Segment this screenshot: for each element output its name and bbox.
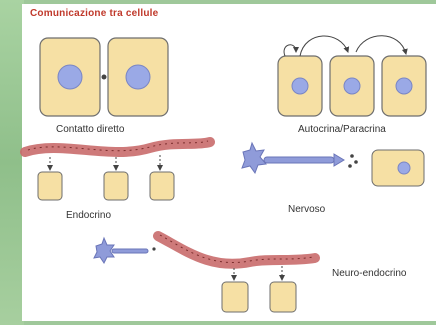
- neuron-axon: [264, 157, 334, 163]
- endocrine-cell-2: [104, 172, 128, 200]
- autocrine-nucleus-1: [292, 78, 308, 94]
- neurotransmitter-dot-3: [348, 164, 352, 168]
- autocrine-paracrine-group: [278, 36, 426, 116]
- gap-junction-icon: [102, 75, 107, 80]
- neuroendocrine-cell-1: [222, 282, 248, 312]
- autocrine-nucleus-3: [396, 78, 412, 94]
- label-autocrina-paracrina: Autocrina/Paracrina: [298, 124, 386, 135]
- neuroendocrine-group: [94, 235, 315, 312]
- label-neuro-endocrino: Neuro-endocrino: [332, 268, 407, 279]
- neuron-cell-body: [242, 143, 266, 173]
- nervous-target-nucleus: [398, 162, 410, 174]
- neurohormone-dot: [152, 247, 155, 250]
- autocrine-nucleus-2: [344, 78, 360, 94]
- neurotransmitter-dot-2: [354, 160, 358, 164]
- endocrine-group: [25, 141, 210, 200]
- neuroendocrine-cell-2: [270, 282, 296, 312]
- label-nervoso: Nervoso: [288, 204, 325, 215]
- blood-vessel-lower: [158, 236, 315, 264]
- paracrine-arrow-right: [356, 36, 406, 54]
- neuroendocrine-axon: [112, 249, 148, 253]
- label-contatto-diretto: Contatto diretto: [56, 124, 124, 135]
- direct-contact-group: [40, 38, 168, 116]
- nervous-group: [242, 143, 424, 186]
- endocrine-cell-1: [38, 172, 62, 200]
- axon-terminal: [334, 154, 344, 166]
- paracrine-arrow-left: [300, 36, 348, 56]
- label-endocrino: Endocrino: [66, 210, 111, 221]
- neuroendocrine-neuron-body: [94, 238, 114, 263]
- direct-contact-nucleus-right: [126, 65, 150, 89]
- direct-contact-nucleus-left: [58, 65, 82, 89]
- autocrine-arrow-loop: [284, 45, 296, 56]
- neurotransmitter-dot-1: [350, 154, 354, 158]
- endocrine-cell-3: [150, 172, 174, 200]
